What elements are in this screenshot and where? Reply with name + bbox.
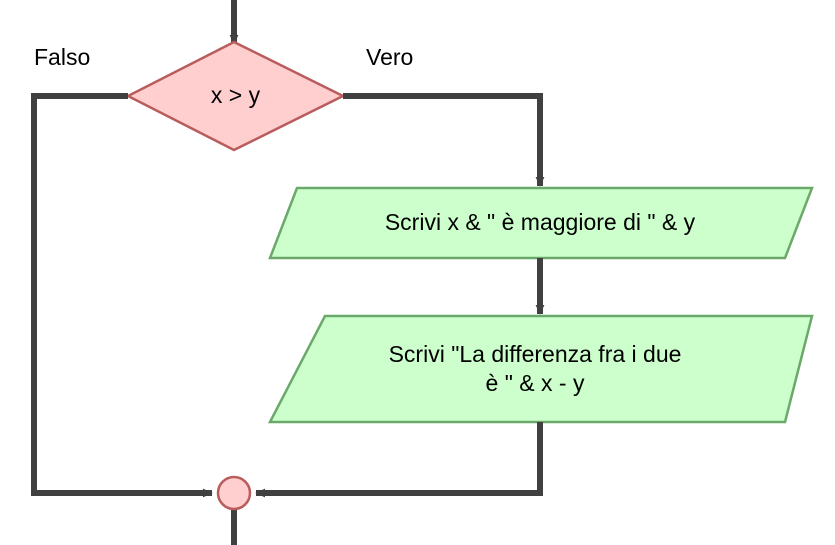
edge-true: [343, 93, 545, 187]
merge-node-shape[interactable]: [216, 475, 252, 511]
edge-process2-to-merge: [255, 422, 543, 498]
edge-label-false: Falso: [34, 44, 91, 70]
edge-label-true: Vero: [366, 44, 414, 70]
process-2-shape[interactable]: [267, 314, 814, 424]
process-1-shape[interactable]: [268, 186, 814, 260]
decision-node-shape[interactable]: [125, 40, 346, 152]
edge-false: [31, 93, 213, 498]
